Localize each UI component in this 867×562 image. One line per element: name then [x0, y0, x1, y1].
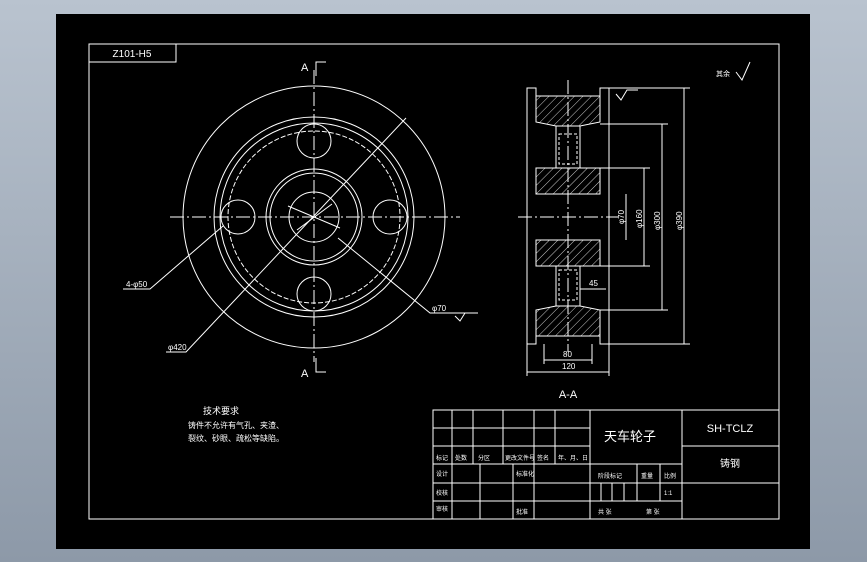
leader-outer-dia [166, 117, 407, 353]
leader-holes [123, 225, 224, 290]
roughness-corner-text: 其余 [716, 69, 730, 78]
dim-section-390: φ390 [675, 211, 684, 230]
section-view [518, 80, 690, 376]
weight-label: 重量 [641, 472, 653, 480]
code-box [88, 43, 177, 63]
dim-width-120: 120 [562, 362, 576, 371]
change-header-mark: 标记 [436, 454, 448, 462]
change-header-zone: 分区 [478, 454, 490, 462]
change-header-date: 年、月、日 [558, 454, 588, 462]
dim-width-45: 45 [589, 279, 598, 288]
title-block [432, 409, 780, 520]
standardization-label: 标准化 [516, 470, 534, 478]
change-header-sign: 签名 [537, 454, 549, 462]
notes-title: 技术要求 [203, 405, 239, 416]
dim-section-160: φ160 [635, 209, 644, 228]
dim-section-70: φ70 [617, 209, 626, 224]
drawing-number: SH-TCLZ [707, 423, 754, 435]
change-header-count: 处数 [455, 454, 467, 462]
dim-section-300: φ300 [653, 211, 662, 230]
sheet-total: 共 张 [598, 508, 612, 516]
change-header-doc: 更改文件号 [505, 454, 535, 462]
row-label-check: 校核 [436, 489, 448, 497]
section-label-top: A [301, 62, 309, 74]
dim-outer-dia: φ420 [168, 343, 187, 352]
leader-bore [337, 237, 470, 314]
material: 铸钢 [720, 457, 740, 470]
stage-mark-label: 阶段标记 [598, 472, 622, 480]
code-box-text: Z101-H5 [113, 49, 152, 60]
row-label-design: 设计 [436, 470, 448, 478]
notes-line-1: 铸件不允许有气孔、夹渣、 [188, 420, 284, 430]
scale-label: 比例 [664, 472, 676, 480]
sheet-number: 第 张 [646, 508, 660, 516]
roughness-symbol [735, 61, 751, 81]
notes-line-2: 裂纹、砂眼、疏松等缺陷。 [188, 433, 284, 443]
section-title: A-A [559, 389, 578, 401]
dim-holes: 4-φ50 [126, 280, 148, 289]
front-view [123, 61, 478, 373]
part-name: 天车轮子 [604, 429, 656, 444]
dim-bore: φ70 [432, 304, 447, 313]
section-label-bottom: A [301, 368, 309, 380]
scale-value: 1:1 [664, 491, 673, 497]
approve-label: 批准 [516, 508, 528, 516]
row-label-review: 审核 [436, 505, 448, 513]
dim-width-80: 80 [563, 350, 572, 359]
